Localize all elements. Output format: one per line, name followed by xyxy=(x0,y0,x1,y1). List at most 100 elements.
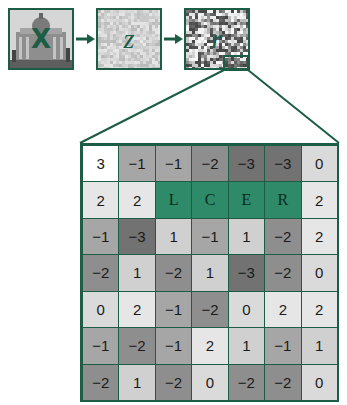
noise-pixel xyxy=(195,55,198,58)
noise-pixel xyxy=(113,31,116,34)
cell-value: 0 xyxy=(242,301,250,318)
noise-pixel xyxy=(116,43,119,46)
cell-value: 2 xyxy=(133,301,141,318)
noise-pixel xyxy=(195,19,198,22)
noise-pixel xyxy=(186,31,189,34)
noise-pixel xyxy=(116,64,119,67)
noise-pixel xyxy=(128,61,131,64)
noise-pixel xyxy=(155,61,158,64)
noise-pixel xyxy=(137,37,140,40)
noise-pixel xyxy=(246,46,248,49)
image-symbol: X xyxy=(31,26,51,52)
noise-pixel xyxy=(225,31,228,34)
image-box: X xyxy=(8,8,74,70)
noise-pixel xyxy=(152,46,155,49)
noise-pixel xyxy=(152,16,155,19)
noise-pixel xyxy=(195,31,198,34)
noise-pixel xyxy=(119,40,122,43)
photo-person xyxy=(12,50,16,62)
noise-pixel xyxy=(146,16,149,19)
noise-pixel xyxy=(122,67,125,68)
noise-pixel xyxy=(228,49,231,52)
noise-pixel xyxy=(210,10,213,13)
noise-pixel xyxy=(104,22,107,25)
noise-pixel xyxy=(149,49,152,52)
noise-pixel xyxy=(198,16,201,19)
grid-cell: −2 xyxy=(118,327,155,364)
noise-pixel xyxy=(207,40,210,43)
noise-pixel xyxy=(110,58,113,61)
noise-pixel xyxy=(116,58,119,61)
noise-pixel xyxy=(195,67,198,68)
noise-pixel xyxy=(140,40,143,43)
noise-pixel xyxy=(237,13,240,16)
noise-pixel xyxy=(128,13,131,16)
grid-cell: 1 xyxy=(118,254,155,291)
noise-pixel xyxy=(237,22,240,25)
noise-pixel xyxy=(104,55,107,58)
noise-pixel xyxy=(122,61,125,64)
noise-pixel xyxy=(192,64,195,67)
grid-cell: 1 xyxy=(301,327,338,364)
noise-pixel xyxy=(140,19,143,22)
noise-pixel xyxy=(104,37,107,40)
flow-arrow xyxy=(164,34,183,44)
noise-pixel xyxy=(122,64,125,67)
noise-pixel xyxy=(243,58,246,61)
noise-pixel xyxy=(155,25,158,28)
noise-pixel xyxy=(119,25,122,28)
noise-pixel xyxy=(122,55,125,58)
noise-pixel xyxy=(110,28,113,31)
noise-pixel xyxy=(107,61,110,64)
noise-pixel xyxy=(137,67,140,68)
noise-pixel xyxy=(243,37,246,40)
noise-pixel xyxy=(195,25,198,28)
noise-pixel xyxy=(192,10,195,13)
noise-pixel xyxy=(204,22,207,25)
noise-pixel xyxy=(237,40,240,43)
noise-pixel xyxy=(110,16,113,19)
noise-pixel xyxy=(240,37,243,40)
noise-pixel xyxy=(137,52,140,55)
cell-value: −2 xyxy=(92,264,109,281)
noise-pixel xyxy=(213,58,216,61)
noise-pixel xyxy=(143,28,146,31)
grid-cell: 2 xyxy=(301,291,338,328)
cell-value: −1 xyxy=(92,337,109,354)
noise-pixel xyxy=(201,10,204,13)
noise-pixel xyxy=(143,19,146,22)
noise-pixel xyxy=(101,49,104,52)
noise-pixel xyxy=(140,55,143,58)
noise-pixel xyxy=(137,25,140,28)
noise-pixel xyxy=(231,58,234,61)
noise-pixel xyxy=(243,16,246,19)
noise-pixel xyxy=(225,19,228,22)
noise-pixel xyxy=(107,16,110,19)
noise-pixel xyxy=(110,64,113,67)
noise-pixel xyxy=(116,13,119,16)
cell-value: −1 xyxy=(274,337,291,354)
noise-pixel xyxy=(110,49,113,52)
noise-pixel xyxy=(149,19,152,22)
noise-pixel xyxy=(137,13,140,16)
noise-pixel xyxy=(186,34,189,37)
cell-value: 2 xyxy=(206,337,214,354)
noise-pixel xyxy=(116,52,119,55)
grid-cell: −2 xyxy=(82,254,119,291)
noise-pixel xyxy=(192,25,195,28)
noise-pixel xyxy=(234,58,237,61)
noise-pixel xyxy=(195,43,198,46)
noise-pixel xyxy=(113,46,116,49)
noise-pixel xyxy=(240,40,243,43)
noise-pixel xyxy=(152,13,155,16)
noise-pixel xyxy=(240,25,243,28)
grid-cell: 2 xyxy=(118,291,155,328)
noise-pixel xyxy=(140,67,143,68)
grid-cell: 0 xyxy=(301,364,338,401)
noise-pixel xyxy=(195,28,198,31)
noise-pixel xyxy=(101,43,104,46)
noise-pixel xyxy=(216,67,219,68)
noise-pixel xyxy=(98,55,101,58)
noise-pixel xyxy=(228,19,231,22)
